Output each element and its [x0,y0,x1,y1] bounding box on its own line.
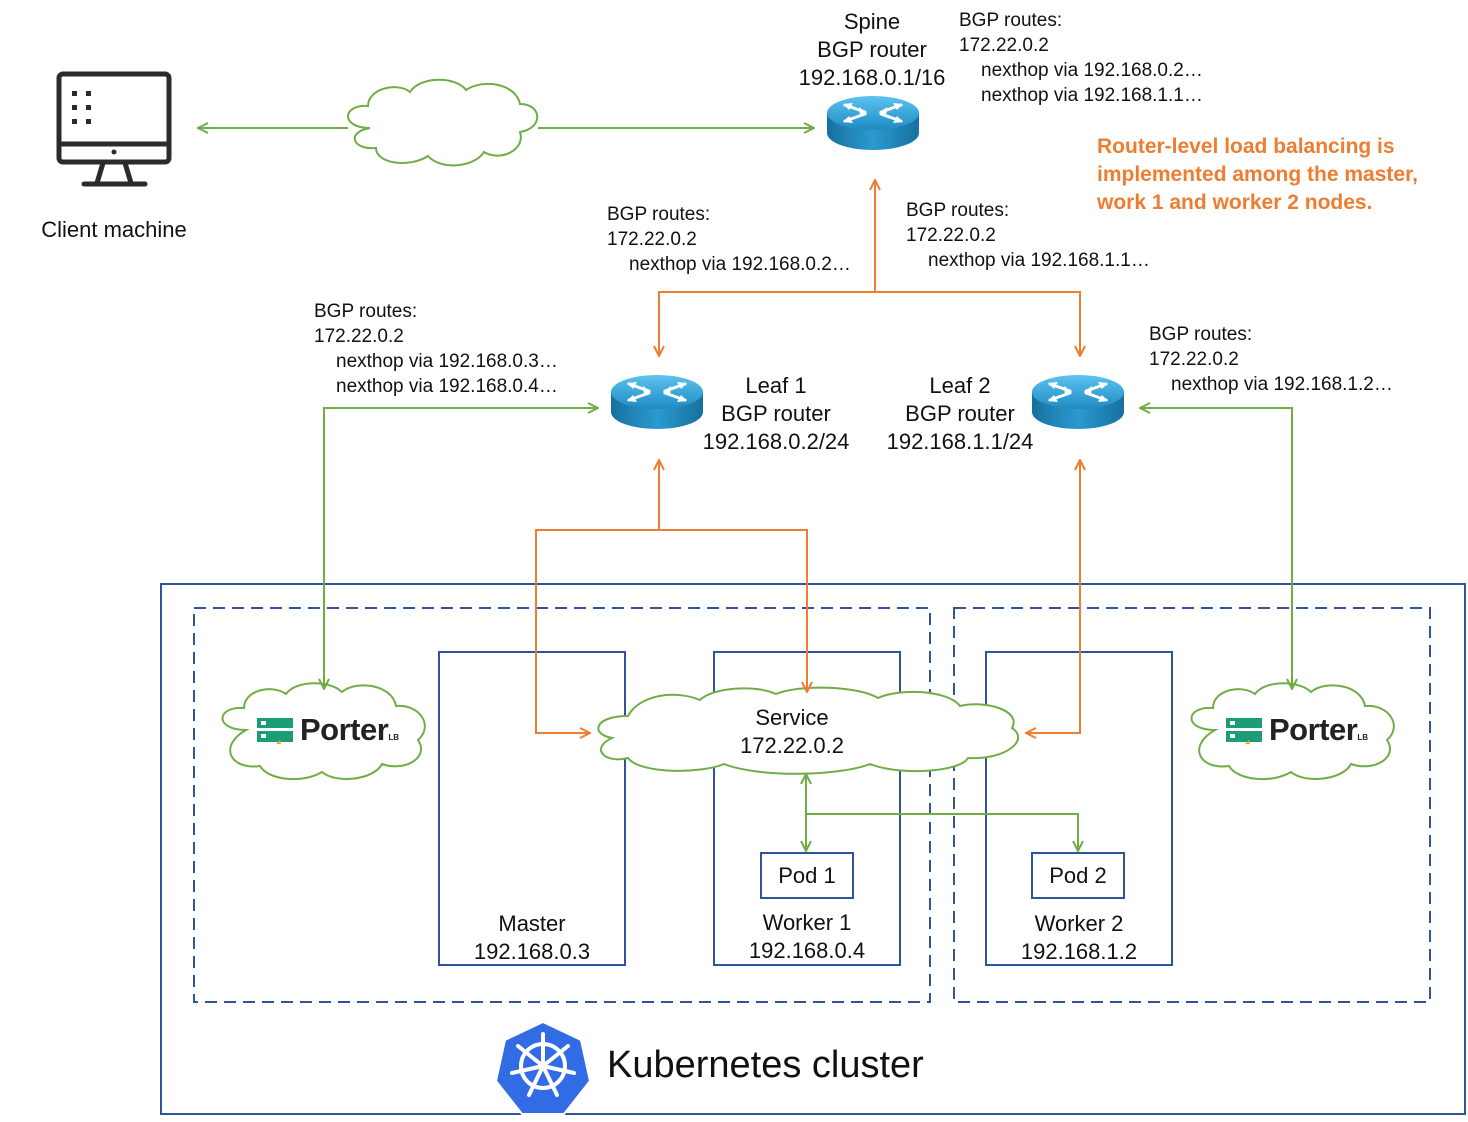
spine-router-icon [825,94,921,152]
internet-cloud-icon [347,78,539,167]
pod1-box [760,852,854,899]
porter1-to-leaf1-line [324,408,598,689]
kubernetes-logo-icon [494,1020,592,1115]
leaf2-to-spine-bgp-routes: BGP routes: 172.22.0.2 nexthop via 192.1… [906,200,1150,271]
leaf1-router-label: Leaf 1 BGP router 192.168.0.2/24 [702,373,850,454]
spine-bgp-routes: BGP routes: 172.22.0.2 nexthop via 192.1… [959,10,1203,106]
leaf1-to-service-master-line [535,529,659,733]
pod2-label: Pod 2 [1049,863,1107,888]
leaf2-router-label: Leaf 2 BGP router 192.168.1.1/24 [886,373,1034,454]
master-node-label: Master 192.168.0.3 [473,911,591,964]
porter-cloud-left [221,682,426,781]
master-node-box [438,651,626,966]
porter-logo-icon-right [1226,718,1262,744]
service-label: Service 172.22.0.2 [740,705,844,758]
load-balancing-note: Router-level load balancing is implement… [1097,135,1418,214]
leaf2-bgp-routes: BGP routes: 172.22.0.2 nexthop via 192.1… [1149,324,1393,395]
worker2-node-label: Worker 2 192.168.1.2 [1020,911,1138,964]
porter2-to-leaf2-line [1140,408,1292,689]
spine-router-label: Spine BGP router 192.168.0.1/16 [798,9,946,90]
leaf1-to-service-worker1-line [659,529,807,692]
monitor-icon [56,71,172,187]
porter-cloud-right [1190,682,1395,781]
pod1-label: Pod 1 [778,863,836,888]
porter-lb-logo-left: PorterLB [300,712,399,747]
leaf2-to-service-line [1026,460,1080,733]
pod2-box [1031,852,1125,899]
kubernetes-cluster-frame [160,583,1466,1115]
kubernetes-cluster-label: Kubernetes cluster [607,1044,924,1086]
client-machine-label: Client machine [41,217,187,242]
porter-logo-icon-left [257,718,293,744]
service-to-pod2-line [806,813,1078,851]
leaf1-to-spine-bgp-routes: BGP routes: 172.22.0.2 nexthop via 192.1… [607,204,851,275]
route-lines [535,180,1080,733]
service-cloud [597,686,1019,775]
spine-to-leaf1-line [659,291,875,356]
leaf1-bgp-routes: BGP routes: 172.22.0.2 nexthop via 192.1… [314,301,558,397]
advertise-lines [198,128,1292,851]
spine-to-leaf2-line [875,291,1080,356]
worker1-node-label: Worker 1 192.168.0.4 [748,910,866,963]
porter-lb-logo-right: PorterLB [1269,712,1368,747]
